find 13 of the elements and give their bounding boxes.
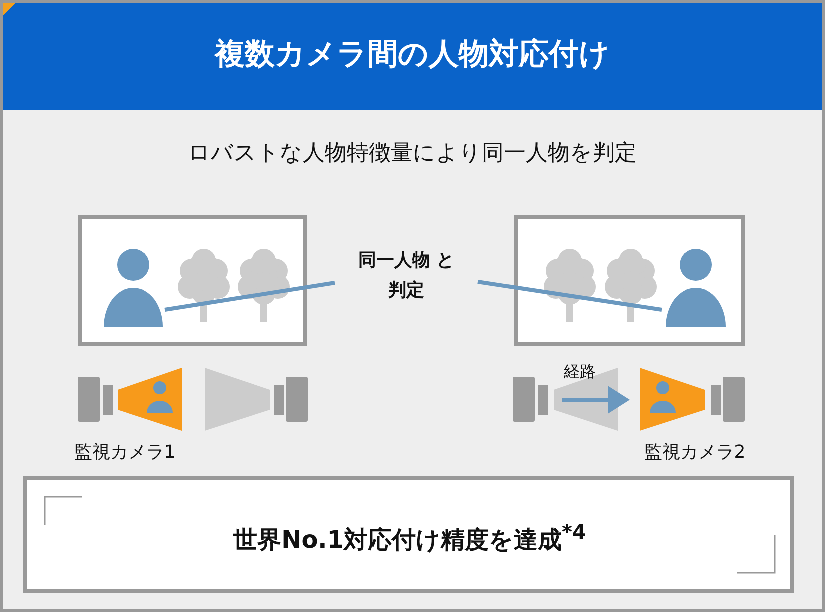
title: 複数カメラ間の人物対応付け: [213, 36, 611, 74]
match-label: 同一人物 と判定: [357, 249, 456, 303]
camera-caption: 監視カメラ1: [73, 441, 177, 464]
path-label: 経路: [563, 362, 597, 383]
camera-caption: 監視カメラ2: [643, 441, 747, 464]
person-icon: [104, 249, 163, 327]
subtitle: ロバストな人物特徴量により同一人物を判定: [187, 140, 638, 168]
person-icon: [666, 249, 726, 327]
camera-frame: [78, 215, 307, 346]
leader-line: [478, 280, 662, 312]
camera-frame: [514, 215, 745, 346]
leader-line: [164, 281, 336, 312]
result-text: 世界No.1対応付け精度を達成$^{*4}$: [232, 519, 588, 555]
